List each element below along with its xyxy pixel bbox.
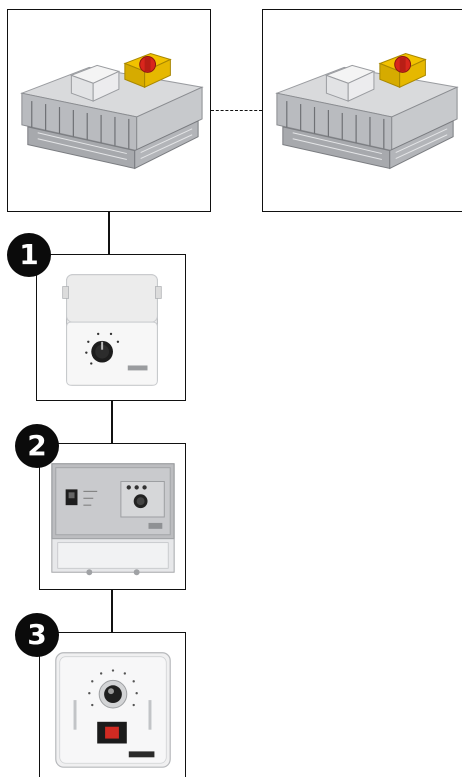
connector-heater-to-step1 (108, 211, 110, 255)
heater-unit-panel-secondary (262, 9, 462, 212)
controller-panel-2 (39, 443, 186, 590)
controller-panel-3 (39, 632, 186, 777)
step-badge-2: 2 (15, 424, 59, 468)
connector-step1-to-step2 (111, 400, 113, 444)
wall-dial-switch-icon (40, 633, 185, 777)
step-badge-3: 3 (15, 613, 59, 657)
controller-panel-1 (36, 254, 186, 401)
electric-air-heater-icon (263, 10, 462, 211)
electric-air-heater-icon (8, 10, 210, 211)
step-badge-1: 1 (7, 233, 51, 277)
dashed-link-between-heaters (211, 110, 262, 111)
connector-step2-to-step3 (111, 589, 113, 633)
heater-unit-panel (7, 9, 211, 212)
panel-controller-icon (40, 444, 185, 589)
rotary-speed-controller-icon (37, 255, 185, 400)
